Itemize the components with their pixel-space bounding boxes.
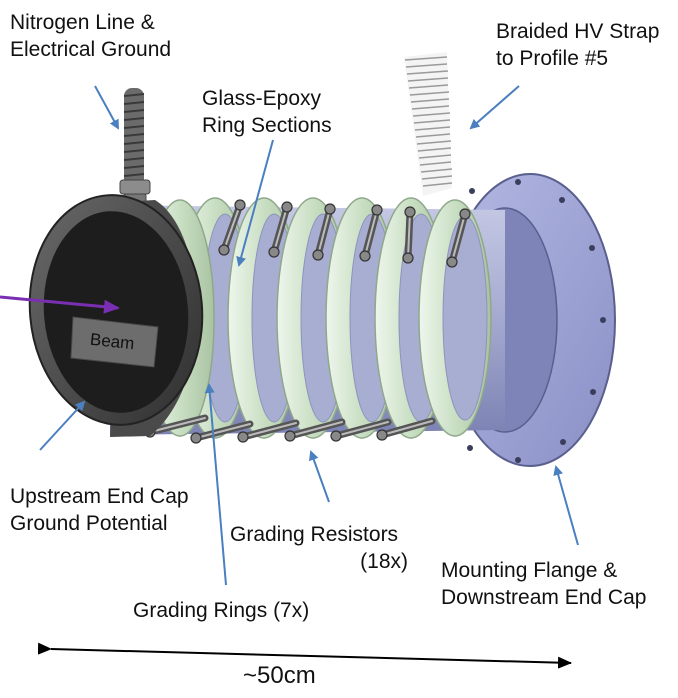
glass-epoxy-label: Glass-Epoxy Ring Sections [202, 85, 332, 139]
grading-rings-callout-arrow [204, 383, 227, 586]
braided-strap-label-line2: to Profile #5 [496, 47, 609, 70]
glass-epoxy-label-line2: Ring Sections [202, 114, 332, 137]
upstream-cap-callout-arrow [39, 400, 86, 451]
grading-resistors-label: Grading Resistors (18x) [230, 521, 408, 575]
nitrogen-line-label-line1: Nitrogen Line & [10, 11, 155, 34]
resistors-callout-arrow [309, 450, 330, 503]
grading-ring [418, 199, 492, 437]
braided-strap-label-line1: Braided HV Strap [496, 20, 660, 43]
grading-rings-label: Grading Rings (7x) [133, 599, 310, 622]
beam-window [70, 316, 159, 368]
scale-label: ~50cm [243, 662, 316, 689]
upstream-end-cap-label-line2: Ground Potential [10, 512, 168, 535]
braided-hv-strap [404, 52, 453, 196]
flange-callout-arrow [553, 465, 579, 546]
mounting-flange-label-line2: Downstream End Cap [441, 586, 647, 609]
upstream-end-cap-label: Upstream End Cap Ground Potential [10, 483, 189, 537]
strap-callout-arrow [469, 85, 520, 130]
beam-arrow [0, 295, 120, 314]
grading-resistors-label-line1: Grading Resistors [230, 523, 399, 546]
nitrogen-line-label: Nitrogen Line & Electrical Ground [10, 9, 171, 63]
scale-bar [37, 642, 572, 669]
braided-strap-label: Braided HV Strap to Profile #5 [496, 18, 659, 72]
glass-epoxy-callout-arrow [236, 139, 274, 267]
nitrogen-callout-arrow [94, 85, 119, 130]
grading-resistors-label-line2: (18x) [360, 550, 408, 573]
upstream-end-cap-label-line1: Upstream End Cap [10, 485, 189, 508]
mounting-flange-label: Mounting Flange & Downstream End Cap [441, 557, 646, 611]
grading-resistors [144, 199, 471, 444]
glass-epoxy-label-line1: Glass-Epoxy [202, 87, 322, 110]
flange-bolt-holes [467, 179, 606, 463]
beam-label: Beam [89, 329, 136, 354]
nitrogen-line-hose [119, 88, 151, 209]
nitrogen-line-label-line2: Electrical Ground [10, 38, 172, 61]
mounting-flange-label-line1: Mounting Flange & [441, 559, 618, 582]
